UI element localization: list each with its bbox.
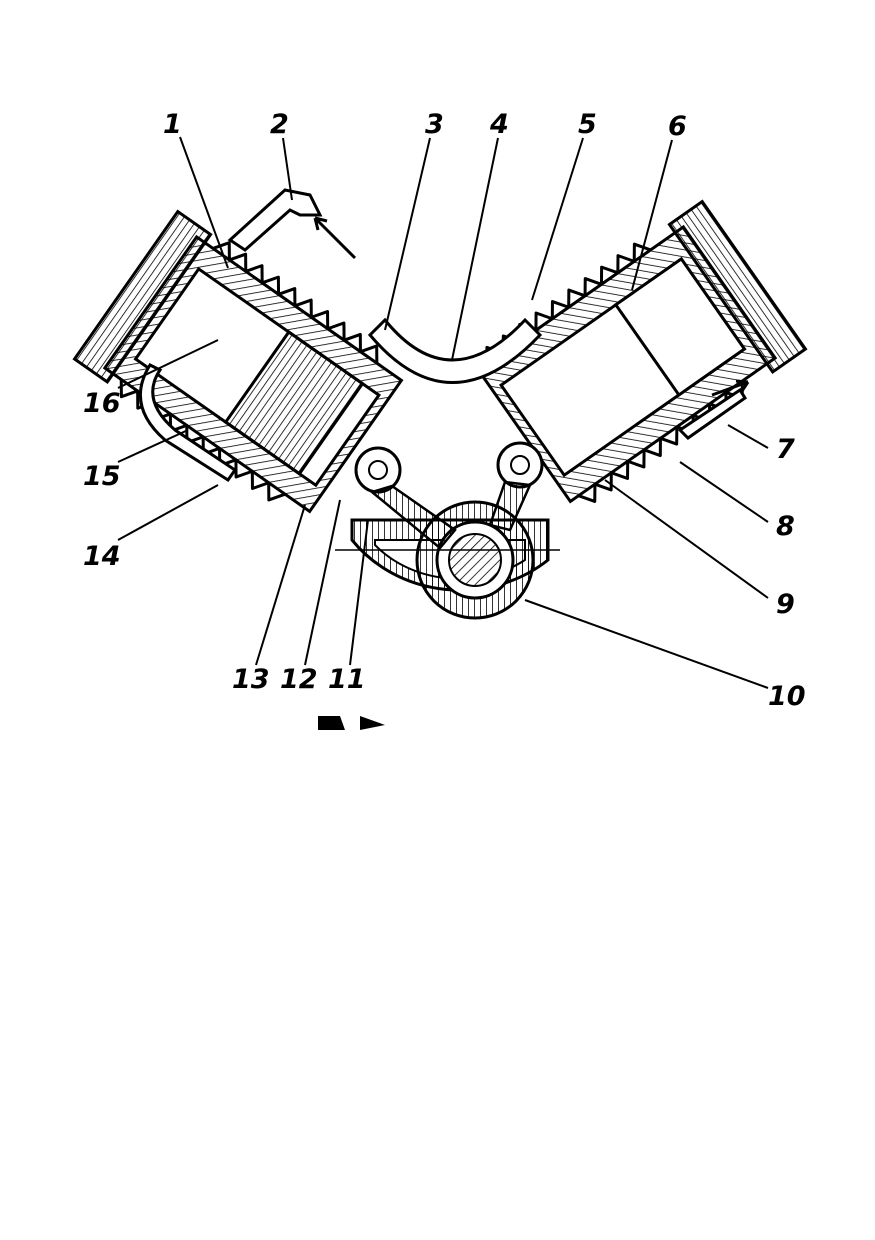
callout-16: 16: [83, 388, 121, 419]
callout-labels: 1 2 3 4 5 6 7 8 9 10 11 12 13 14 15 16: [83, 109, 806, 712]
callout-13: 13: [232, 664, 270, 695]
exhaust-arrow: [711, 379, 750, 397]
callout-3: 3: [425, 109, 444, 140]
valley-channel: [367, 317, 543, 384]
connecting-rods: [354, 441, 544, 550]
callout-4: 4: [489, 109, 509, 140]
transfer-tube: [138, 363, 238, 483]
callout-1: 1: [163, 109, 182, 140]
partial-figure-caption: [318, 716, 385, 730]
callout-8: 8: [776, 511, 795, 542]
leader-lines: [117, 136, 769, 689]
left-cylinder: [72, 209, 404, 514]
intake-flow-arrow: [313, 216, 357, 260]
exhaust-pipe: [677, 387, 748, 440]
callout-15: 15: [83, 461, 121, 492]
callout-11: 11: [328, 664, 366, 695]
callout-12: 12: [280, 664, 318, 695]
intake-pipe: [227, 188, 323, 252]
callout-9: 9: [776, 589, 795, 620]
callout-10: 10: [768, 681, 806, 712]
callout-5: 5: [578, 109, 597, 140]
callout-2: 2: [270, 109, 289, 140]
callout-7: 7: [776, 434, 795, 465]
right-cylinder: [476, 199, 808, 504]
callout-14: 14: [83, 541, 121, 572]
callout-6: 6: [668, 111, 687, 142]
